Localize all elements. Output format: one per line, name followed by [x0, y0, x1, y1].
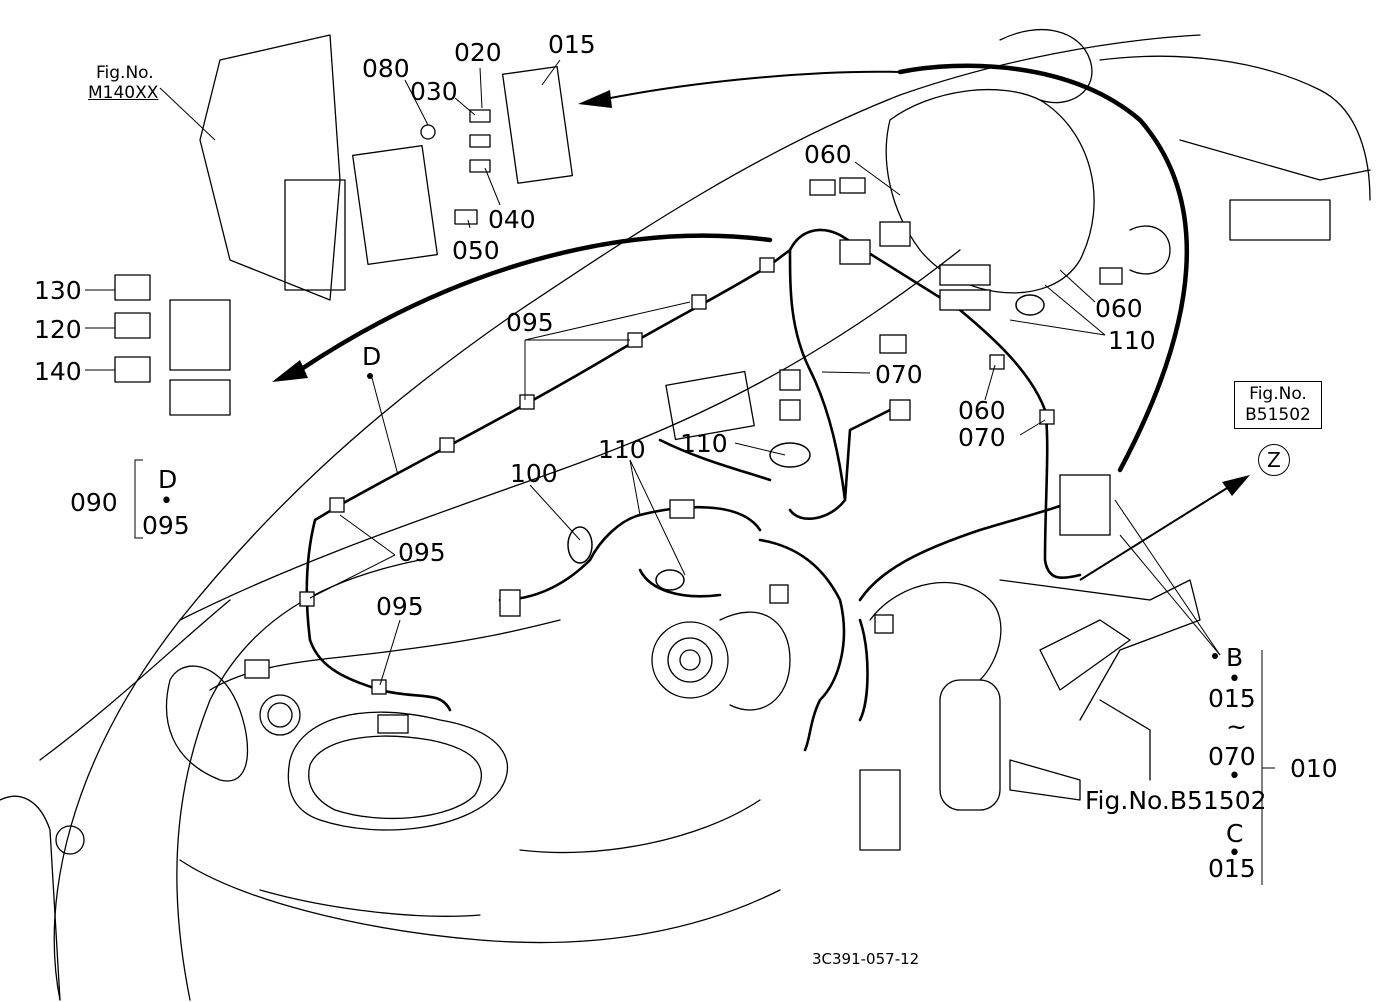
callout-110-b: 110: [680, 429, 728, 458]
arrow-to-z: [1079, 479, 1241, 581]
group-010-sep3: •: [1228, 841, 1241, 866]
callout-070-a: 070: [875, 360, 923, 389]
callout-020: 020: [454, 38, 502, 67]
hood-top-edge: [179, 249, 961, 621]
fuse-cover: [501, 65, 574, 184]
callout-120: 120: [34, 315, 82, 344]
callout-140: 140: [34, 357, 82, 386]
harness-right: [768, 228, 1082, 580]
callout-d-dot: [367, 373, 373, 379]
callout-095-a: 095: [506, 308, 554, 337]
arrow-c: [897, 63, 1190, 473]
callout-095-b: 095: [398, 538, 446, 567]
callout-130: 130: [34, 276, 82, 305]
fig-ref-b51502-box: Fig.No. B51502: [1234, 381, 1322, 429]
group-010-last: 015: [1208, 854, 1256, 883]
callout-040: 040: [488, 205, 536, 234]
bracket-panel: [199, 34, 341, 301]
arrow-d: [297, 233, 773, 373]
fig-ref-m140xx-line2: M140XX: [88, 83, 159, 103]
group-090-bottom: 095: [142, 511, 190, 540]
group-090-sep: •: [160, 489, 173, 514]
exhaust-guard: [939, 679, 1001, 811]
group-010-from: 015: [1208, 684, 1256, 713]
callout-060-c: 060: [958, 396, 1006, 425]
group-010-sep1: •: [1228, 667, 1241, 692]
dashboard: [885, 89, 1095, 294]
view-marker-z: Z: [1258, 444, 1290, 476]
headlight-right: [287, 711, 509, 831]
group-010-b-dot: [1212, 653, 1218, 659]
fig-ref-b51502-inline: Fig.No.B51502: [1085, 786, 1267, 815]
callout-030: 030: [410, 77, 458, 106]
hood-outline: [53, 34, 1201, 1001]
group-010-b: B: [1226, 643, 1244, 672]
group-010-sep2: •: [1228, 764, 1241, 789]
callout-080: 080: [362, 54, 410, 83]
fig-ref-b51502-line1: Fig.No.: [1249, 384, 1307, 404]
arrow-to-015: [599, 70, 901, 101]
fig-ref-m140xx-line1: Fig.No.: [96, 63, 154, 83]
fig-ref-b51502-line2: B51502: [1245, 405, 1311, 425]
group-010-to: 070: [1208, 742, 1256, 771]
callout-d: D: [362, 342, 382, 371]
callout-070-b: 070: [958, 423, 1006, 452]
callout-090: 090: [70, 488, 118, 517]
alternator: [651, 621, 729, 699]
callout-095-c: 095: [376, 592, 424, 621]
document-id: 3C391-057-12: [812, 950, 920, 968]
group-010-tilde: ~: [1226, 712, 1247, 741]
callout-050: 050: [452, 236, 500, 265]
group-090-top: D: [158, 465, 178, 494]
control-unit: [665, 370, 755, 441]
callout-060-a: 060: [804, 140, 852, 169]
headlight-left: [165, 665, 249, 782]
callout-110-a: 110: [1108, 326, 1156, 355]
callout-015-top: 015: [548, 30, 596, 59]
fuse-box: [352, 145, 438, 265]
group-010-label: 010: [1290, 754, 1338, 783]
callout-100: 100: [510, 459, 558, 488]
emblem: [259, 694, 301, 736]
group-010-c: C: [1226, 819, 1244, 848]
starter-motor: [869, 581, 1002, 681]
callout-060-b: 060: [1095, 294, 1143, 323]
callout-110-c: 110: [598, 435, 646, 464]
